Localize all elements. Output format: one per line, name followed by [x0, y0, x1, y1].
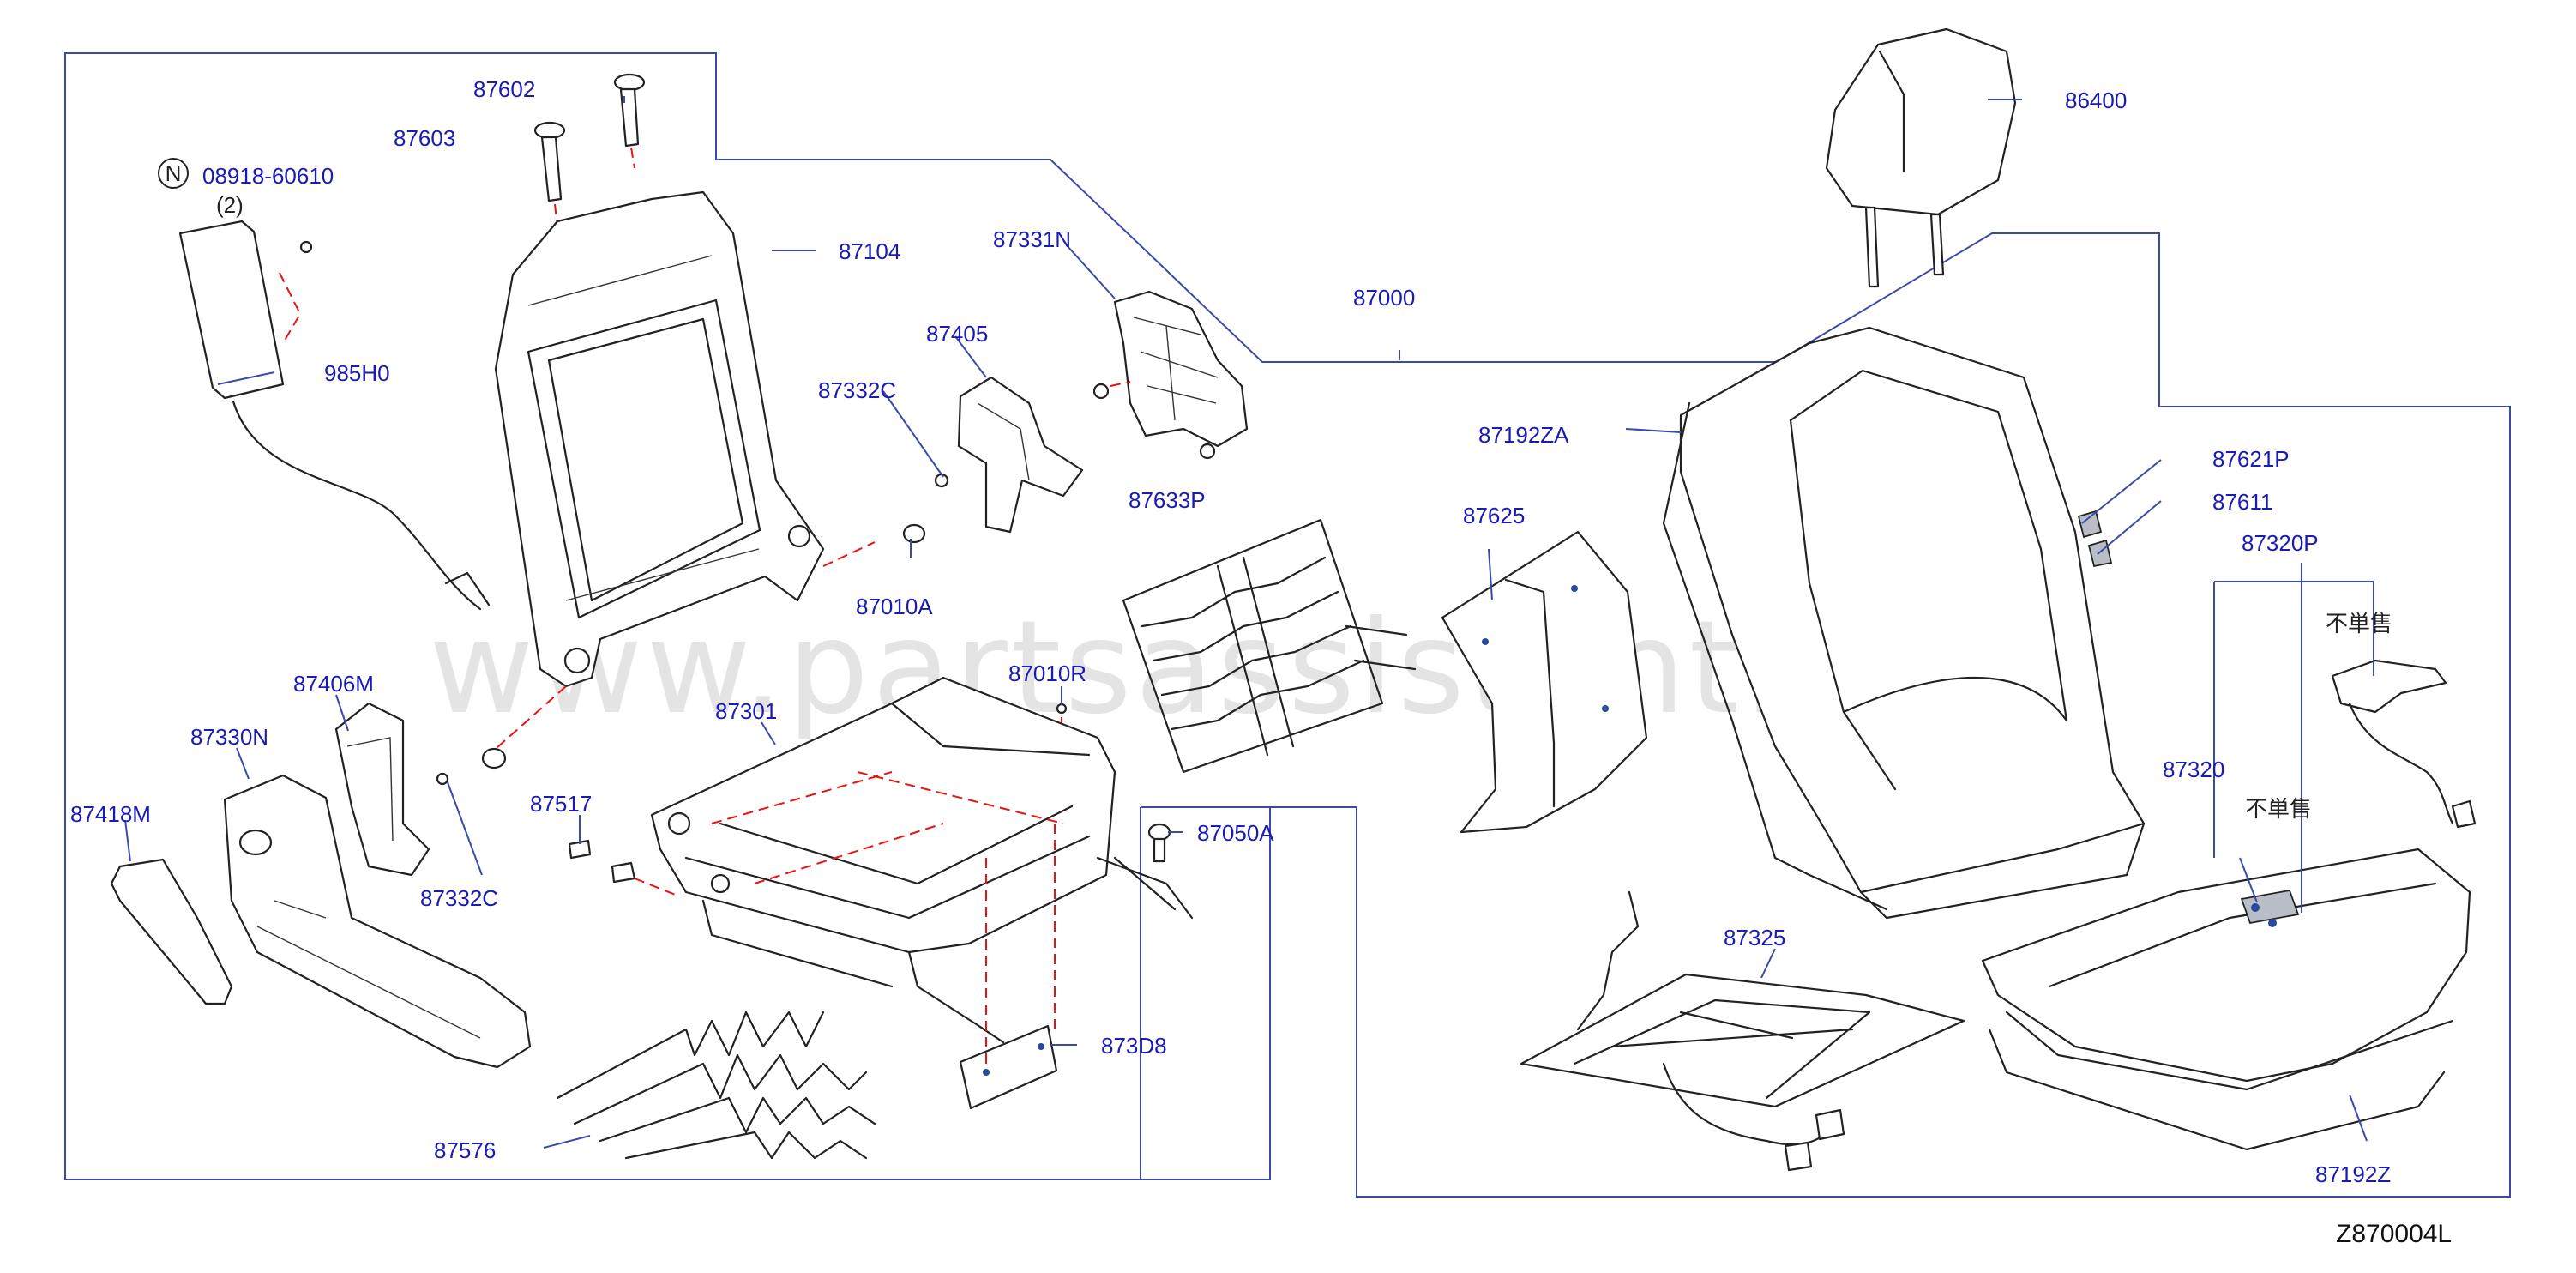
- part-87325-heater-mat: [1520, 890, 1965, 1172]
- label-87405: 87405: [926, 321, 988, 347]
- part-87192ZA-seat-back-pad: [1662, 326, 2146, 920]
- label-873D8: 873D8: [1101, 1033, 1167, 1059]
- label-87418M: 87418M: [70, 801, 151, 827]
- label-87621P: 87621P: [2212, 446, 2290, 472]
- label-87192Z: 87192Z: [2315, 1161, 2391, 1187]
- part-87603-headrest-guide: [533, 121, 566, 258]
- label-87301: 87301: [715, 698, 777, 724]
- part-87576-cushion-spring: [556, 1011, 876, 1160]
- diagram-code: Z870004L: [2336, 1220, 2452, 1248]
- label-87000: 87000: [1353, 285, 1415, 311]
- label-87320P: 87320P: [2242, 530, 2319, 556]
- part-86400-headrest: [1825, 27, 2017, 288]
- label-87320: 87320: [2163, 757, 2224, 782]
- part-87517-clips: [568, 839, 678, 896]
- part-87050A-bolt: [1147, 823, 1171, 863]
- label-87010R: 87010R: [1008, 661, 1086, 686]
- label-87332C-top: 87332C: [818, 377, 896, 403]
- label-87050A: 87050A: [1197, 820, 1274, 846]
- part-87192Z-seat-cushion: [1981, 848, 2471, 1151]
- part-985H0-side-airbag: [178, 220, 491, 611]
- part-87418M-knob-cover: [110, 858, 233, 1005]
- label-87602: 87602: [473, 76, 535, 102]
- left-group-frame: [64, 52, 2511, 1198]
- label-87517: 87517: [530, 791, 592, 817]
- note-symbol: N: [158, 158, 189, 189]
- part-873D8-bracket: [959, 824, 1058, 1110]
- part-87633P-lumbar-spring: [1122, 518, 1417, 774]
- label-87633P: 87633P: [1129, 487, 1206, 513]
- label-87576: 87576: [434, 1137, 496, 1163]
- leader-lines: [124, 96, 2374, 1149]
- label-87330N: 87330N: [190, 724, 268, 750]
- bolt-lower-left: [481, 747, 507, 769]
- label-08918-60610: 08918-60610: [202, 163, 334, 189]
- label-87603: 87603: [394, 125, 455, 151]
- part-87301-cushion-frame: [650, 676, 1194, 1044]
- part-87320P-harness: [2331, 659, 2477, 829]
- part-87010A-bolt: [902, 523, 926, 544]
- label-87625: 87625: [1463, 503, 1525, 528]
- part-87104-seat-back-frame: [488, 190, 876, 756]
- part-87331N-back-cover: [1092, 290, 1249, 460]
- label-87332C-bottom: 87332C: [420, 885, 498, 911]
- part-87625-back-board: [1441, 530, 1648, 834]
- label-86400: 86400: [2065, 87, 2127, 113]
- label-not-sold-separately-1: 不単售: [2326, 611, 2392, 636]
- label-87010A: 87010A: [856, 594, 933, 619]
- label-87611: 87611: [2212, 489, 2272, 515]
- right-group-frame: [1140, 806, 1270, 1180]
- part-87405-side-trim: [934, 376, 1084, 534]
- part-87406M-inner-trim: [334, 702, 449, 877]
- label-87406M: 87406M: [293, 671, 374, 697]
- label-985H0: 985H0: [324, 360, 390, 386]
- part-87602-headrest-guide: [613, 73, 646, 169]
- label-87192ZA: 87192ZA: [1478, 422, 1569, 448]
- label-87331N: 87331N: [993, 226, 1071, 252]
- label-87325: 87325: [1724, 925, 1785, 950]
- label-qty-2: (2): [216, 192, 244, 218]
- note-symbol-letter: N: [166, 160, 182, 186]
- label-not-sold-separately-2: 不単售: [2245, 796, 2312, 822]
- label-87104: 87104: [839, 238, 900, 264]
- part-87330N-side-cover: [223, 774, 532, 1069]
